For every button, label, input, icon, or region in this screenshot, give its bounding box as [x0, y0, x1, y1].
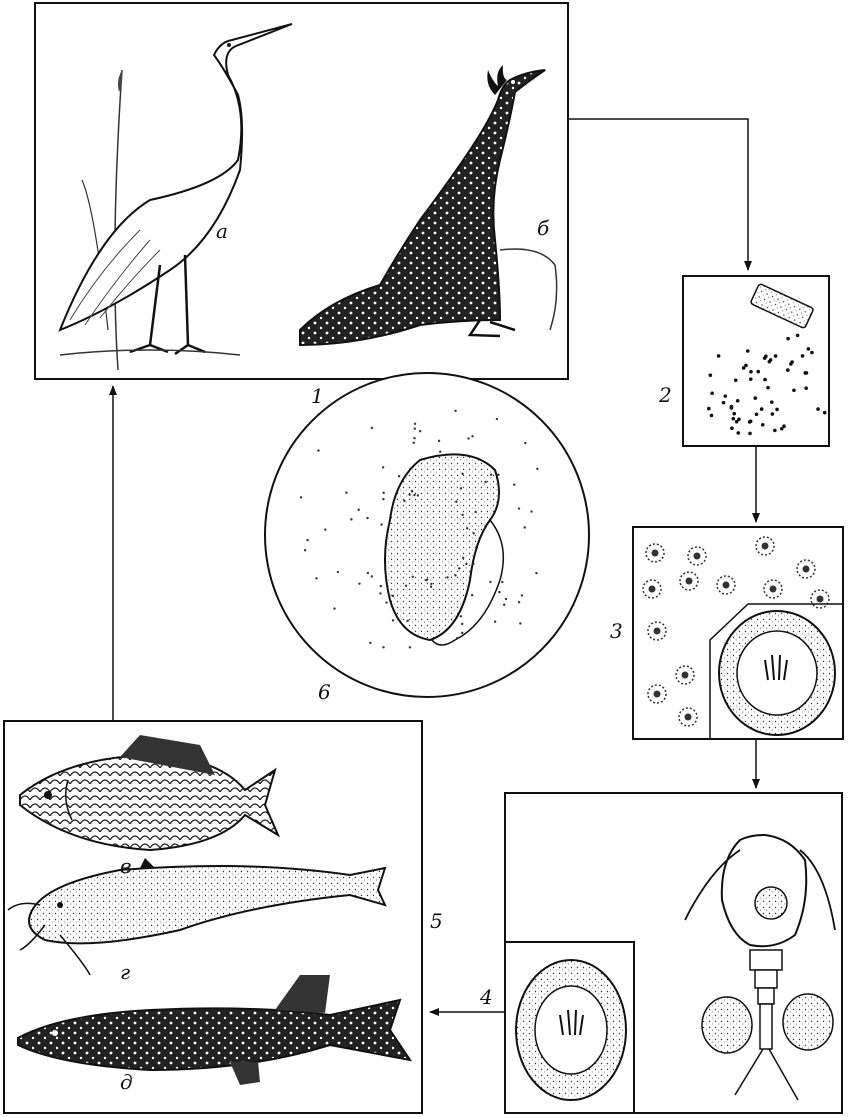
label-stage-3: 3 [610, 621, 623, 641]
label-stage-4: 4 [480, 987, 493, 1007]
label-stage-5: 5 [430, 911, 443, 931]
arrow-birds-to-eggs [568, 119, 748, 270]
label-stage-6: 6 [318, 682, 331, 702]
label-fish-g: г [120, 962, 130, 982]
label-stage-1: 1 [311, 386, 324, 406]
label-bird-b: б [537, 218, 549, 238]
label-stage-2: 2 [659, 385, 672, 405]
label-bird-a: а [216, 221, 228, 241]
larva-egg-icon [516, 960, 626, 1100]
egg-icon [719, 611, 835, 735]
label-fish-d: д [120, 1072, 133, 1092]
label-fish-v: в [120, 856, 132, 876]
